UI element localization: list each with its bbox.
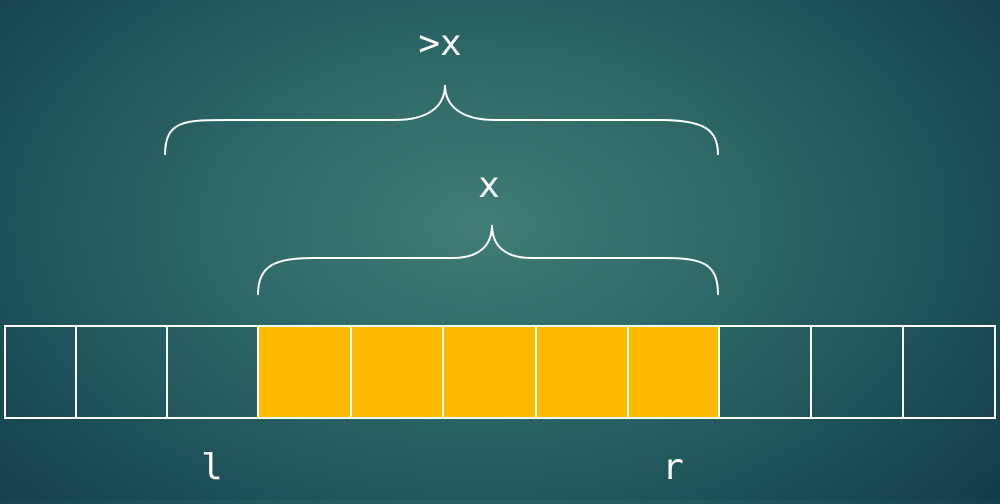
outer-brace-label: >x	[418, 23, 462, 64]
left-pointer-label: l	[201, 447, 223, 488]
array-cells	[4, 325, 996, 419]
array-cell	[902, 325, 996, 419]
array-cell-highlighted	[442, 325, 537, 419]
array-cell-highlighted	[350, 325, 444, 419]
array-cell-highlighted	[627, 325, 720, 419]
array-cell	[4, 325, 77, 419]
outer-brace	[164, 84, 719, 156]
inner-brace	[257, 224, 719, 296]
array-cell	[75, 325, 168, 419]
array-cell	[810, 325, 904, 419]
inner-brace-label: x	[478, 165, 500, 206]
array-cell	[166, 325, 259, 419]
right-pointer-label: r	[662, 447, 684, 488]
array-cell-highlighted	[257, 325, 352, 419]
array-cell	[718, 325, 812, 419]
array-cell-highlighted	[535, 325, 629, 419]
